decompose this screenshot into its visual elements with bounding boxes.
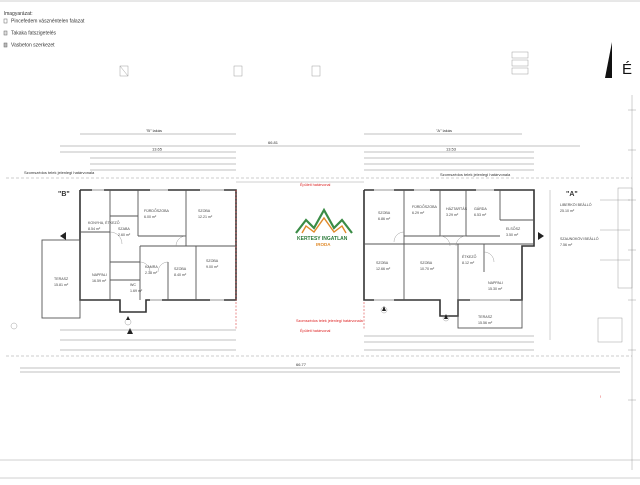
b-entrance-arrow-icon — [60, 232, 66, 240]
b-room-5-name: NAPPALI — [92, 273, 107, 277]
a-room-6-area: 12.66 m² — [376, 267, 391, 271]
logo-roof-icon — [295, 207, 353, 234]
a-unit-tag: "A" — [566, 191, 578, 198]
legend-swatch-1 — [3, 18, 8, 24]
a-room-9-name: NAPPALI — [488, 281, 503, 285]
a-room-5-area: 3.50 m² — [506, 233, 519, 237]
a-room-8-area: 8.12 m² — [462, 261, 475, 265]
legend-item-2: Takaka fatszigetelés — [11, 31, 57, 37]
site-symbols — [119, 51, 529, 77]
legend-title: lmagyarázat: — [4, 11, 33, 17]
logo-name: KERTESY INGATLAN — [297, 236, 348, 242]
boundary-note-a: Szomszédos telek jelenlegi határvonala — [440, 172, 511, 177]
a-room-9-area: 15.30 m² — [488, 287, 503, 291]
north-arrow: É — [605, 42, 632, 78]
legend-swatch-3 — [3, 42, 8, 48]
svg-text:!: ! — [600, 394, 601, 399]
b-unit-header: "B" lakás — [146, 128, 162, 133]
a-room-6-name: SZOBA — [376, 261, 389, 265]
a-room-5-name: ELSŐSZ — [506, 226, 521, 231]
a-room-1-area: 6.86 m² — [378, 217, 391, 221]
a-room-1-name: SZOBA — [378, 211, 391, 215]
legend: lmagyarázat: Pincefedem vásznéntelen fal… — [3, 11, 85, 49]
north-arrow-icon — [605, 42, 612, 78]
b-unit-tag: "B" — [58, 191, 70, 198]
b-room-9-name: KAMRA — [145, 265, 158, 269]
a-room-4-area: 6.53 m² — [474, 213, 487, 217]
center-note-c: Épületi határvonal — [300, 328, 331, 333]
a-width-dim: 13.53 — [446, 147, 457, 152]
top-dimensions: "B" lakás "A" lakás 66.81 13.65 13.53 — [60, 128, 580, 171]
side-label-2-name: SZAUNOKÖVI BEÁLLÓ — [560, 236, 599, 241]
a-room-3-name: HÁZTARTÁS — [446, 207, 468, 211]
a-room-10-area: 15.56 m² — [478, 321, 493, 325]
b-room-10-area: 1.69 m² — [130, 289, 143, 293]
b-room-4-name: SZABA — [118, 227, 130, 231]
a-room-8-name: ÉTKEZŐ — [462, 254, 477, 259]
b-room-2-name: FÜRDŐSZOBA — [144, 208, 170, 213]
b-room-3-area: 12.21 m² — [198, 215, 213, 219]
lower-site-lines — [0, 459, 640, 479]
b-room-7-name: SZOBA — [174, 267, 187, 271]
logo-roof-accent-icon — [301, 216, 347, 234]
b-room-1-area: 8.54 m² — [88, 227, 101, 231]
b-room-3-name: SZOBA — [198, 209, 211, 213]
kertesy-logo: KERTESY INGATLAN IRODA — [295, 207, 353, 247]
overall-dim-bottom: 66.77 — [296, 362, 307, 367]
legend-item-3: Vasbeton szerkezet — [11, 43, 55, 49]
b-room-8-area: 9.00 m² — [206, 265, 219, 269]
a-room-7-name: SZOBA — [420, 261, 433, 265]
north-label: É — [622, 61, 632, 78]
b-room-5-area: 16.59 m² — [92, 279, 107, 283]
unit-b: "B" KONYHA, ÉTKEZŐ 8.54 m² FÜRDŐS — [10, 189, 237, 334]
legend-swatch-2 — [3, 30, 8, 36]
boundary-note-b: Szomszédos telek jelenlegi határvonala — [24, 170, 95, 175]
b-room-8-name: SZOBA — [206, 259, 219, 263]
unit-a: "A" SZOBA 6.86 m² FÜRDŐSZOBA 6.29 m² — [363, 189, 599, 329]
center-note-a: Épületi határvonal — [300, 182, 331, 187]
b-room-6-area: 15.81 m² — [54, 283, 69, 287]
a-room-4-name: GÁRDA — [474, 207, 487, 211]
setback-lines: Szomszédos telek jelenlegi határvonala É… — [235, 190, 365, 333]
b-room-9-area: 2.38 m² — [145, 271, 158, 275]
a-room-3-area: 3.29 m² — [446, 213, 459, 217]
b-room-6-name: TERASZ — [54, 277, 69, 281]
b-room-1-name: KONYHA, ÉTKEZŐ — [88, 220, 120, 225]
property-boundary: Szomszédos telek jelenlegi határvonala S… — [6, 170, 632, 357]
bottom-dimensions: 66.77 — [20, 329, 620, 373]
logo-sub: IRODA — [316, 242, 331, 247]
side-label-1-area: 25.10 m² — [560, 209, 575, 213]
b-room-10-name: WC — [130, 283, 136, 287]
a-entrance-arrow-icon — [538, 232, 544, 240]
center-note-b: Szomszédos telek jelenlegi határvonala — [296, 319, 364, 323]
right-site-elements: ! — [549, 187, 633, 399]
side-label-2-area: 7.56 m² — [560, 243, 573, 247]
side-label-1-name: LIBERKÖI BEÁLLÓ — [560, 202, 592, 207]
b-width-dim: 13.65 — [152, 147, 163, 152]
a-room-2-area: 6.29 m² — [412, 211, 425, 215]
overall-dim-top: 66.81 — [268, 140, 279, 145]
b-room-4-area: 2.60 m² — [118, 233, 131, 237]
a-room-7-area: 10.70 m² — [420, 267, 435, 271]
b-room-2-area: 6.00 m² — [144, 215, 157, 219]
a-room-2-name: FÜRDŐSZOBA — [412, 204, 438, 209]
a-unit-header: "A" lakás — [436, 128, 452, 133]
legend-item-1: Pincefedem vásznéntelen falazat — [11, 19, 85, 25]
b-room-7-area: 8.40 m² — [174, 273, 187, 277]
a-room-10-name: TERASZ — [478, 315, 493, 319]
